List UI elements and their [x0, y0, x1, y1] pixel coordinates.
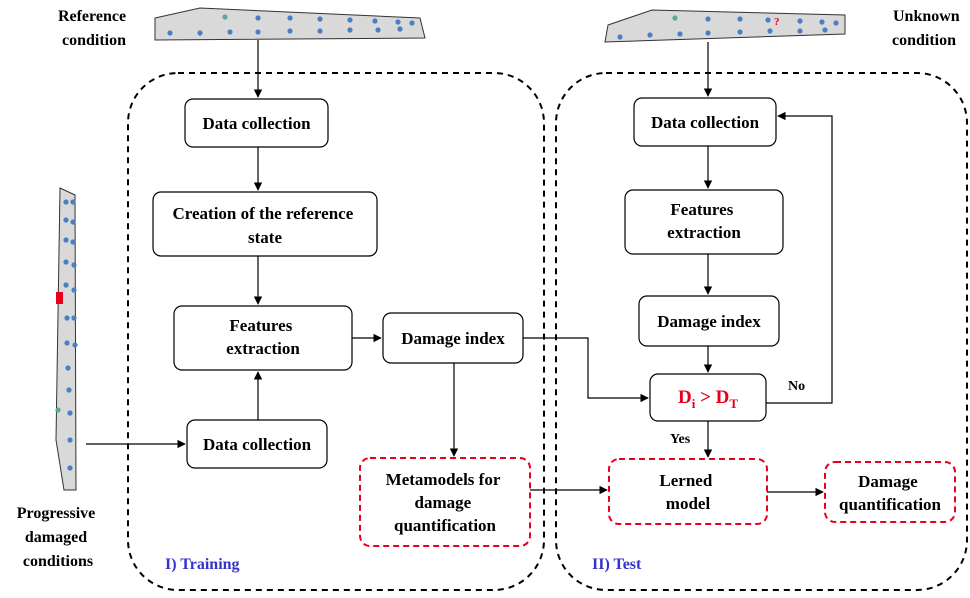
sensor-dot	[347, 17, 353, 23]
sensor-dot	[167, 30, 173, 36]
training-phase-container	[127, 72, 545, 591]
sensor-dot	[317, 28, 323, 34]
sensor-dot	[63, 217, 69, 223]
sensor-dot	[397, 26, 403, 32]
sensor-dot	[672, 15, 678, 21]
flow-arrows	[86, 40, 833, 497]
sensor-dot	[255, 15, 261, 21]
threshold-decision-box: Di > DT	[649, 373, 767, 422]
reference-condition-label: Reference condition	[58, 8, 130, 49]
svg-text:Damage quantification: Damage quantification	[839, 472, 942, 514]
metamodels-box: Metamodels for damage quantification	[359, 457, 531, 547]
sensor-dot	[375, 27, 381, 33]
test-features-extraction-box: Features extraction	[624, 189, 784, 255]
learned-model-box: Lerned model	[608, 458, 768, 525]
sensor-dot	[395, 19, 401, 25]
test-damage-index-box: Damage index	[638, 295, 780, 347]
sensor-dot	[822, 27, 828, 33]
svg-text:Di > DT: Di > DT	[678, 387, 738, 411]
training-data-collection-bottom-box: Data collection	[186, 419, 328, 469]
reference-state-box: Creation of the reference state	[152, 191, 378, 257]
sensor-dot	[797, 28, 803, 34]
sensor-dot	[64, 340, 70, 346]
sensor-dot	[71, 262, 77, 268]
svg-text:Data collection: Data collection	[202, 114, 311, 133]
sensor-dot	[797, 18, 803, 24]
sensor-dot	[71, 315, 77, 321]
sensor-dot	[705, 30, 711, 36]
sensor-dot	[64, 315, 70, 321]
unknown-blade-illustration: ?	[604, 9, 846, 43]
test-data-collection-box: Data collection	[633, 97, 777, 147]
sensor-dot	[677, 31, 683, 37]
sensor-dot	[737, 29, 743, 35]
unknown-damage-marker: ?	[774, 16, 780, 28]
sensor-dot	[63, 237, 69, 243]
sensor-dot	[222, 14, 228, 20]
svg-text:Features extraction: Features extraction	[226, 316, 300, 358]
sensor-dot	[71, 287, 77, 293]
sensor-dot	[66, 387, 72, 393]
svg-text:Damage index: Damage index	[401, 329, 505, 348]
test-phase-label: II) Test	[592, 556, 642, 573]
sensor-dot	[819, 19, 825, 25]
sensor-dot	[255, 29, 261, 35]
progressive-damage-label: Progressive damaged conditions	[17, 505, 100, 570]
sensor-dot	[70, 219, 76, 225]
training-damage-index-box: Damage index	[382, 312, 524, 364]
training-data-collection-box: Data collection	[184, 98, 329, 148]
training-phase-label: I) Training	[165, 556, 240, 573]
sensor-dot	[347, 27, 353, 33]
sensor-dot	[767, 28, 773, 34]
sensor-dot	[227, 29, 233, 35]
sensor-dot	[70, 239, 76, 245]
sensor-dot	[765, 17, 771, 23]
training-features-extraction-box: Features extraction	[173, 305, 353, 371]
sensor-dot	[287, 15, 293, 21]
svg-text:Lerned model: Lerned model	[659, 471, 716, 513]
progressive-blade-illustration	[55, 187, 78, 491]
test-phase-container	[555, 72, 968, 591]
sensor-dot	[63, 259, 69, 265]
no-label: No	[788, 379, 805, 394]
sensor-dot	[67, 437, 73, 443]
damage-quantification-box: Damage quantification	[824, 461, 956, 523]
svg-text:Features extraction: Features extraction	[667, 200, 741, 242]
reference-blade-illustration	[154, 7, 426, 41]
svg-text:Data collection: Data collection	[203, 435, 312, 454]
sensor-dot	[737, 16, 743, 22]
sensor-dot	[72, 342, 78, 348]
sensor-dot	[70, 199, 76, 205]
sensor-dot	[55, 407, 61, 413]
sensor-dot	[833, 20, 839, 26]
sensor-dot	[63, 282, 69, 288]
unknown-condition-label: Unknown condition	[892, 8, 964, 49]
sensor-dot	[287, 28, 293, 34]
svg-text:Metamodels for damage: Metamodels for damage quantification	[386, 470, 505, 535]
svg-text:Damage index: Damage index	[657, 312, 761, 331]
sensor-dot	[197, 30, 203, 36]
sensor-dot	[647, 32, 653, 38]
sensor-dot	[705, 16, 711, 22]
svg-text:Creation of the reference: Creation of the reference state	[172, 204, 357, 247]
sensor-dot	[372, 18, 378, 24]
yes-label: Yes	[670, 432, 691, 447]
sensor-dot	[409, 20, 415, 26]
sensor-dot	[63, 199, 69, 205]
sensor-dot	[617, 34, 623, 40]
sensor-dot	[67, 465, 73, 471]
damage-spot	[56, 292, 63, 304]
svg-text:Data collection: Data collection	[651, 113, 760, 132]
sensor-dot	[67, 410, 73, 416]
sensor-dot	[65, 365, 71, 371]
sensor-dot	[317, 16, 323, 22]
